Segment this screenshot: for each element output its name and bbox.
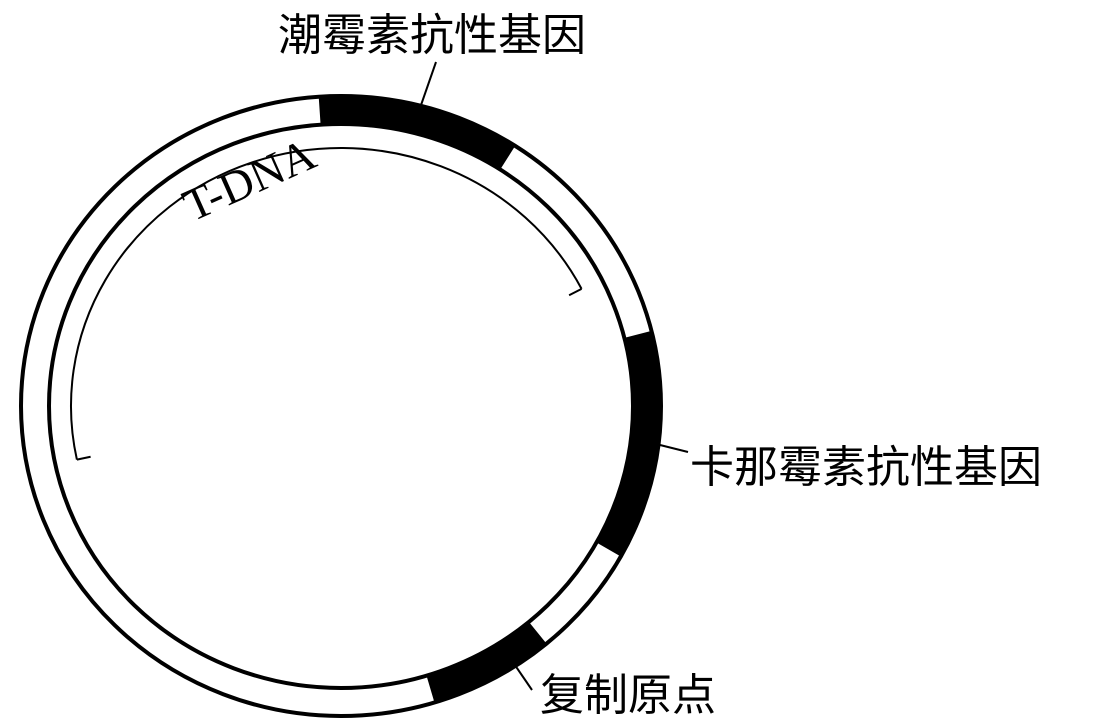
- origin-label: 复制原点: [540, 670, 716, 721]
- kanamycin-label: 卡那霉素抗性基因: [690, 442, 1042, 493]
- hygromycin-leader-line: [419, 61, 437, 109]
- kanamycin-resistance-gene-segment: [596, 331, 661, 557]
- kanamycin-leader-line: [639, 439, 689, 453]
- origin-leader-line: [507, 654, 533, 691]
- tdna-start-tick: [76, 455, 91, 461]
- tdna-label: T-DNA: [175, 128, 323, 231]
- tdna-end-tick: [568, 287, 583, 297]
- origin-of-replication-segment: [426, 622, 547, 703]
- plasmid-outer-ring: [19, 94, 663, 718]
- tdna-region-arc: [70, 147, 583, 460]
- hygromycin-label: 潮霉素抗性基因: [278, 10, 586, 61]
- hygromycin-resistance-gene-segment: [318, 96, 515, 170]
- plasmid-inner-ring: [47, 122, 635, 690]
